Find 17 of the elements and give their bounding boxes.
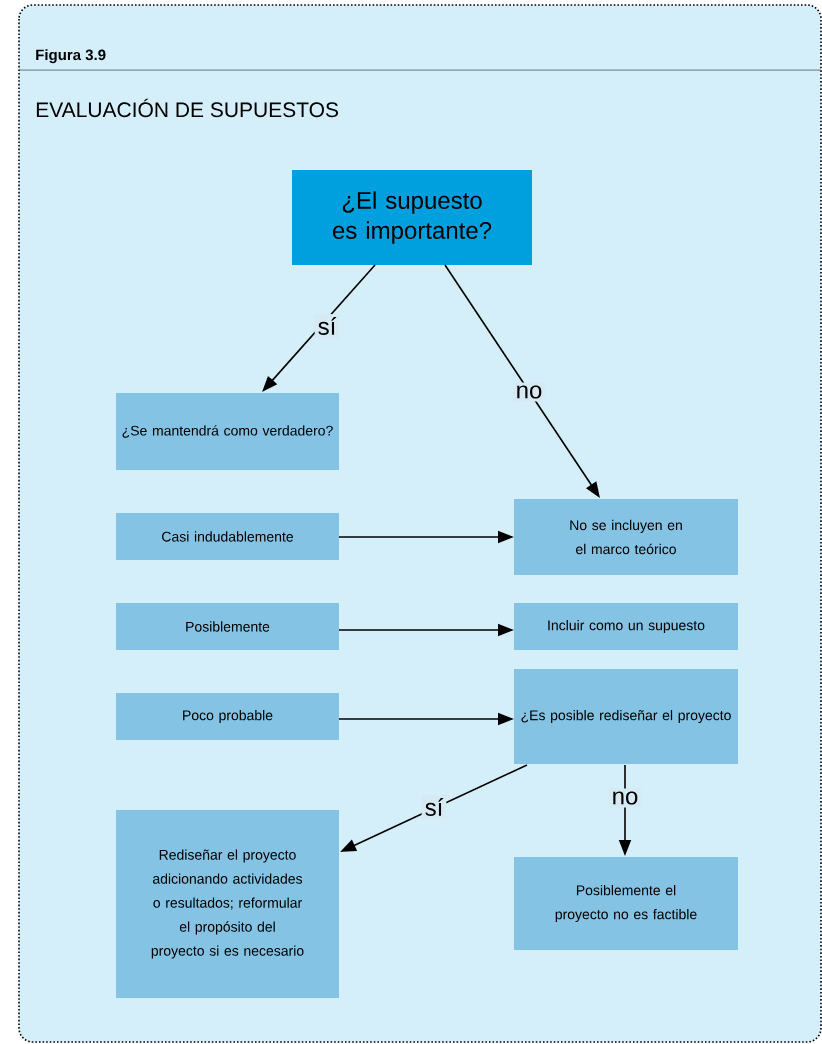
decision-box: ¿El supuesto es importante?	[292, 170, 532, 265]
edge-label: no	[608, 788, 642, 808]
heading: EVALUACIÓN DE SUPUESTOS	[36, 98, 339, 118]
edge-label: no	[512, 382, 546, 402]
process-box: Rediseñar el proyecto adicionando actividades o resultados; reformular el propósito del proyecto si es necesario	[116, 810, 339, 998]
process-box: ¿Se mantendrá como verdadero?	[116, 393, 339, 470]
process-box: Poco probable	[116, 693, 339, 740]
process-box: Incluir como un supuesto	[514, 603, 738, 650]
edge-label: sí	[314, 314, 340, 338]
process-box: No se incluyen en el marco teórico	[514, 499, 738, 575]
process-box: ¿Es posible rediseñar el proyecto	[514, 669, 738, 764]
arrow	[262, 264, 376, 392]
edge-label: sí	[421, 795, 447, 819]
figure-number: Figura 3.9	[36, 49, 106, 64]
process-box: Posiblemente	[116, 603, 339, 650]
process-box: Casi indudablemente	[116, 513, 339, 560]
process-box: Posiblemente el proyecto no es factible	[514, 857, 738, 950]
